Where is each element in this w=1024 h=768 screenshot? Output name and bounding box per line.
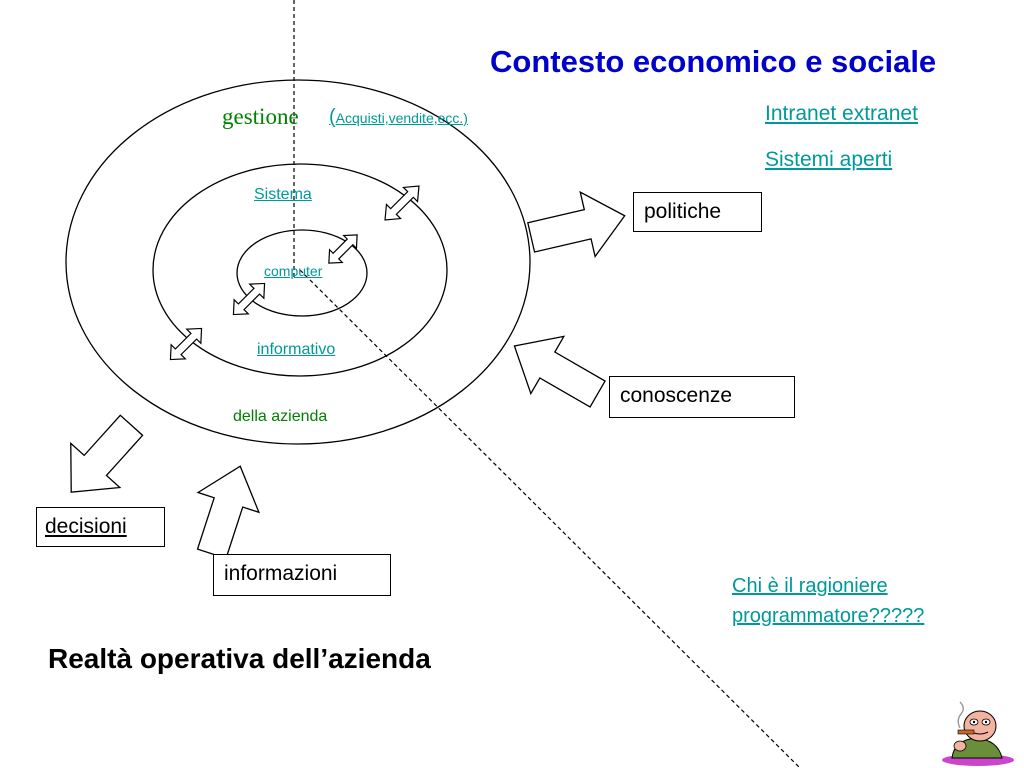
- outer-ring-note-link[interactable]: (Acquisti,vendite,ecc.): [329, 106, 468, 129]
- block-arrow-icon: [513, 335, 606, 408]
- diagonal-dashed-line: [299, 269, 801, 768]
- outer-ring-bottom-label: della azienda: [233, 408, 328, 425]
- double-arrow-icon: [232, 282, 266, 316]
- outer-ring-note-paren: (: [329, 106, 336, 128]
- inner-ring-link[interactable]: computer: [264, 263, 323, 279]
- middle-ring-top-link[interactable]: Sistema: [254, 186, 312, 203]
- double-arrow-icon: [328, 234, 358, 264]
- conoscenze-box: conoscenze: [609, 376, 795, 418]
- mascot-icon: [942, 701, 1014, 766]
- outer-ring-label: gestione: [222, 104, 299, 129]
- inner-ring: [236, 229, 368, 317]
- question-line-1: Chi è il ragioniere: [732, 575, 888, 597]
- slide-title: Contesto economico e sociale: [490, 44, 937, 79]
- bottom-title: Realtà operativa dell’azienda: [48, 643, 431, 674]
- middle-ring-bottom-link[interactable]: informativo: [257, 341, 336, 358]
- block-arrow-icon: [70, 414, 144, 493]
- question-line-2: programmatore?????: [732, 605, 925, 627]
- decisioni-box-link[interactable]: decisioni: [36, 507, 165, 547]
- outer-ring-note-text: Acquisti,vendite,ecc.): [335, 110, 468, 126]
- double-arrow-icon: [384, 185, 420, 221]
- question-link[interactable]: Chi è il ragioniere programmatore?????: [732, 571, 924, 631]
- open-systems-link[interactable]: Sistemi aperti: [765, 148, 893, 171]
- block-arrow-icon: [196, 465, 261, 560]
- middle-ring: [152, 163, 448, 377]
- informazioni-box: informazioni: [213, 554, 391, 596]
- outer-ring: [65, 79, 531, 445]
- intranet-extranet-link[interactable]: Intranet extranet: [765, 102, 918, 125]
- double-arrow-icon: [169, 327, 203, 361]
- politiche-box: politiche: [633, 192, 762, 232]
- block-arrow-icon: [527, 190, 626, 258]
